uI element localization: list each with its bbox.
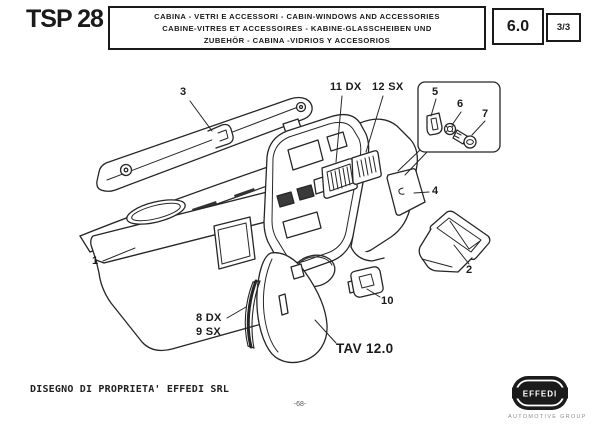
part-7-screw	[452, 129, 477, 149]
callout-11dx: 11 DX	[330, 81, 362, 93]
part-4-panel	[386, 168, 426, 216]
part-3-rail	[96, 96, 313, 192]
leader-lines	[102, 95, 486, 344]
part-12-vent	[351, 150, 382, 185]
part-8-9-seal-strip	[244, 279, 261, 349]
title-line-2: CABINE-VITRES ET ACCESSOIRES - KABINE-GL…	[162, 23, 432, 33]
logo-subtext: AUTOMOTIVE GROUP	[508, 414, 587, 420]
title-box: CABINA - VETRI E ACCESSORI - CABIN-WINDO…	[108, 6, 486, 50]
callout-5: 5	[432, 86, 439, 98]
effedi-logo-text: EFFEDI	[523, 390, 557, 399]
callout-2: 2	[466, 264, 473, 276]
sheet-number-box: 3/3	[546, 13, 581, 42]
console-column-piece	[256, 252, 328, 364]
hardware-box	[417, 81, 501, 153]
part-1-dash-panel	[90, 187, 297, 352]
effedi-logo: EFFEDI AUTOMOTIVE GROUP	[508, 374, 587, 422]
part-11-vent	[313, 158, 358, 199]
callout-1: 1	[92, 255, 99, 267]
callout-10: 10	[381, 295, 394, 307]
part-6-nut	[443, 122, 457, 136]
effedi-logo-mark: EFFEDI	[512, 376, 568, 410]
callout-3: 3	[180, 86, 187, 98]
page-number: -68-	[293, 401, 307, 408]
doc-code: TSP 28	[26, 5, 104, 33]
part-5-clip	[426, 112, 443, 136]
title-line-1: CABINA - VETRI E ACCESSORI - CABIN-WINDO…	[154, 11, 440, 21]
tav-reference: TAV 12.0	[336, 341, 394, 356]
callout-9sx: 9 SX	[196, 326, 222, 338]
callout-8dx: 8 DX	[196, 312, 222, 324]
title-line-3: ZUBEHÖR - CABINA -VIDRIOS Y ACCESORIOS	[203, 35, 391, 45]
callout-6: 6	[457, 98, 464, 110]
callout-7: 7	[482, 108, 489, 120]
part-10-switch	[347, 266, 384, 298]
part-2-tray	[418, 210, 491, 273]
section-number-box: 6.0	[492, 8, 544, 45]
callout-4: 4	[432, 185, 439, 197]
property-notice: DISEGNO DI PROPRIETA' EFFEDI SRL	[30, 384, 230, 395]
callout-12sx: 12 SX	[372, 81, 404, 93]
